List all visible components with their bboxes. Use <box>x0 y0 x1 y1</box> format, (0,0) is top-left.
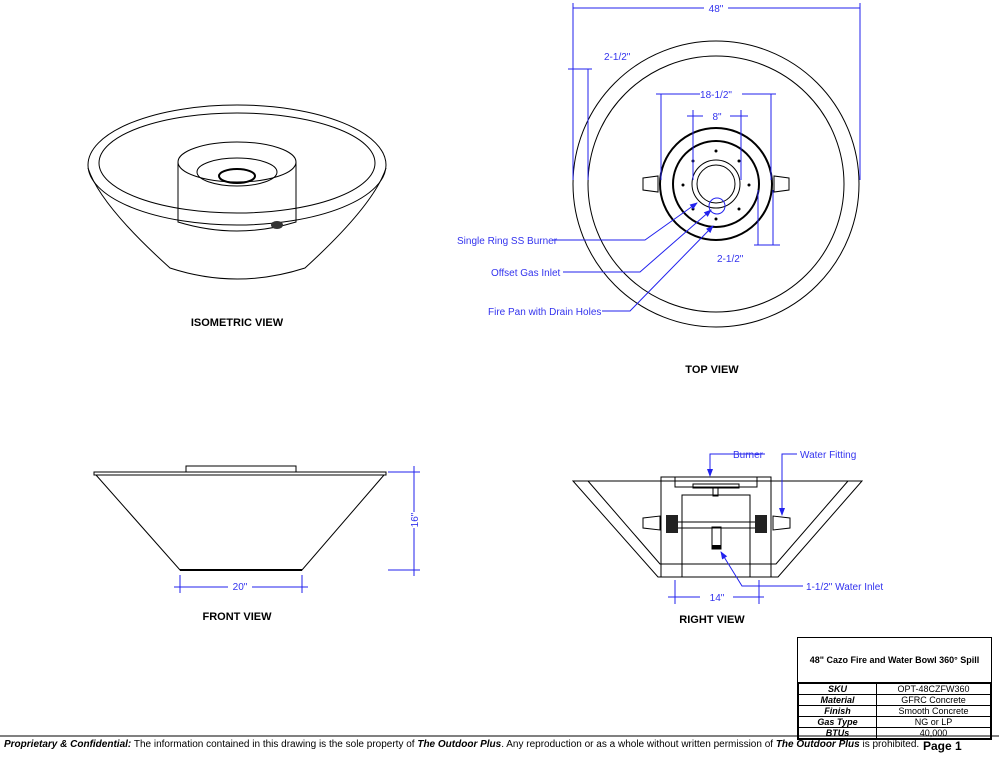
dim-pan-inner: 8" <box>712 112 722 123</box>
isometric-view-label: ISOMETRIC VIEW <box>191 317 284 329</box>
company-name: The Outdoor Plus <box>775 739 860 750</box>
spec-value: Smooth Concrete <box>876 705 991 717</box>
notice-lead: Proprietary & Confidential: <box>4 739 132 750</box>
notice-text: The information contained in this drawin… <box>131 739 418 750</box>
right-view-label: RIGHT VIEW <box>679 614 745 626</box>
front-view: 16" 20" FRONT VIEW <box>93 465 421 623</box>
callout-gas-inlet: Offset Gas Inlet <box>491 268 561 279</box>
callout-burner-ring: Single Ring SS Burner <box>457 236 558 247</box>
dim-rim-pan: 2-1/2" <box>717 254 744 265</box>
callout-burner: Burner <box>733 450 764 461</box>
isometric-view: ISOMETRIC VIEW <box>87 104 387 329</box>
title-block-title: 48" Cazo Fire and Water Bowl 360° Spill <box>798 638 991 683</box>
right-view: Burner Water Fitting 1-1/2" Water Inlet … <box>571 450 883 626</box>
spec-value: NG or LP <box>876 716 991 728</box>
spec-label: Finish <box>798 705 877 717</box>
spec-value: OPT-48CZFW360 <box>876 683 991 695</box>
dim-right-base: 14" <box>710 593 725 604</box>
dim-front-height: 16" <box>410 512 421 527</box>
confidentiality-notice: Proprietary & Confidential: The informat… <box>4 739 919 750</box>
page-number: Page 1 <box>923 739 962 753</box>
callout-water-inlet: 1-1/2" Water Inlet <box>806 582 883 593</box>
top-view: 48" 2-1/2" 18-1/2" 8" 2-1/2" Single Ring… <box>457 2 861 376</box>
callout-fire-pan: Fire Pan with Drain Holes <box>488 307 601 318</box>
dim-rim: 2-1/2" <box>604 52 631 63</box>
front-view-label: FRONT VIEW <box>202 611 272 623</box>
title-block: 48" Cazo Fire and Water Bowl 360° Spill … <box>797 637 992 740</box>
spec-value: GFRC Concrete <box>876 694 991 706</box>
top-view-label: TOP VIEW <box>685 364 739 376</box>
spec-label: Gas Type <box>798 716 877 728</box>
spec-value: 40,000 <box>876 727 991 739</box>
spec-label: Material <box>798 694 877 706</box>
callout-water-fitting: Water Fitting <box>800 450 856 461</box>
spec-label: SKU <box>798 683 877 695</box>
dim-top-width: 48" <box>709 4 724 15</box>
notice-text: is prohibited. <box>859 739 920 750</box>
dim-front-base: 20" <box>233 582 248 593</box>
dim-pan-outer: 18-1/2" <box>700 90 732 101</box>
company-name: The Outdoor Plus <box>417 739 502 750</box>
notice-text: . Any reproduction or as a whole without… <box>501 739 776 750</box>
spec-label: BTUs <box>798 727 877 739</box>
